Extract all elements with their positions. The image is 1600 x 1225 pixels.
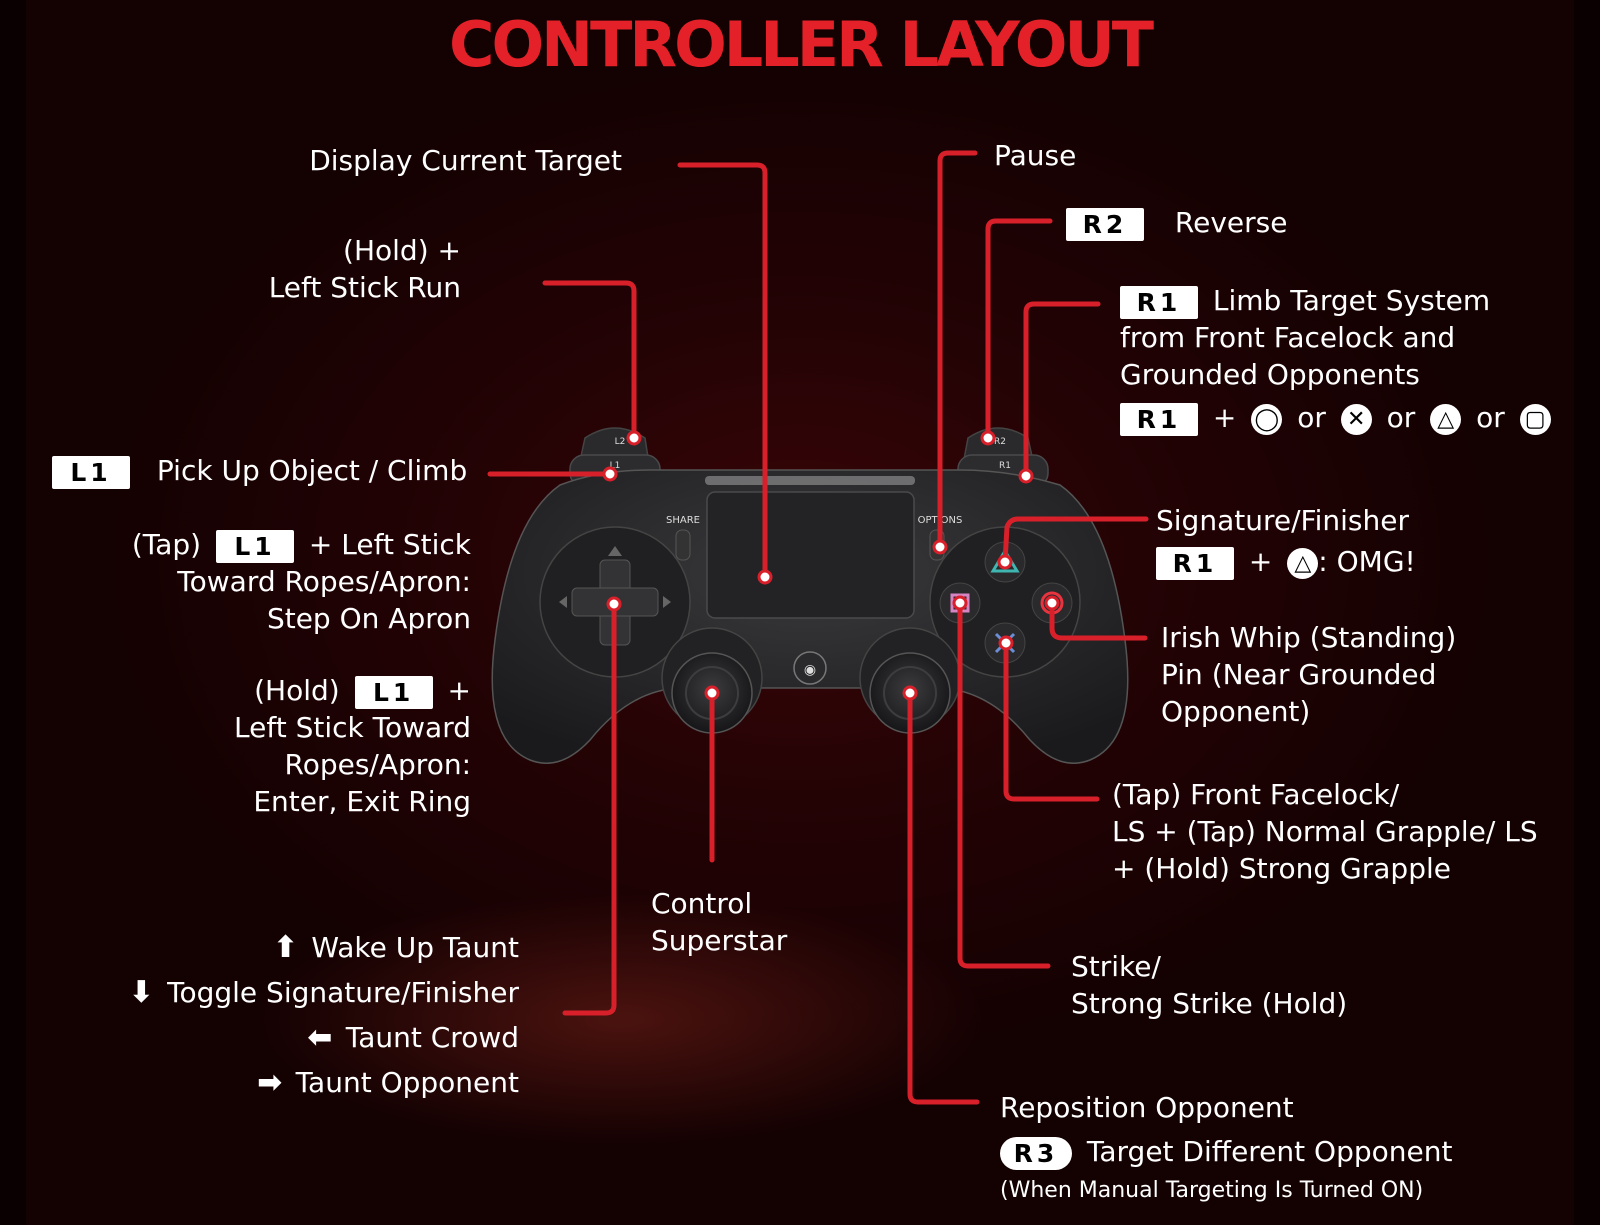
or-text-1: or — [1297, 401, 1326, 434]
label-pick-up: L1 Pick Up Object / Climb — [52, 452, 467, 489]
or-text-2: or — [1386, 401, 1416, 434]
line-circle — [1049, 600, 1148, 641]
pick-up-text: Pick Up Object / Climb — [156, 454, 468, 487]
label-reverse: R2 Reverse — [1066, 204, 1287, 241]
line-r1 — [1023, 301, 1101, 479]
arrow-down-icon: ⬇ — [128, 975, 154, 1010]
ropes-apron-text: Ropes/Apron: — [284, 748, 471, 781]
cross-button-icon: ✕ — [1340, 403, 1372, 435]
grapple-1-text: (Tap) Front Facelock/ — [1112, 778, 1400, 811]
square-button-icon: ▢ — [1519, 403, 1551, 435]
tap-text: (Tap) — [131, 528, 202, 561]
right-border — [1574, 0, 1600, 1225]
triangle-button-icon: △ — [1430, 403, 1462, 435]
r1-key-badge-omg: R1 — [1156, 546, 1234, 580]
reverse-text: Reverse — [1174, 206, 1288, 239]
controller-image: ◉ SHARE OPTIONS L2 L1 R2 R1 — [491, 427, 1129, 764]
label-limb-target: R1 Limb Target System from Front Faceloc… — [1120, 282, 1557, 436]
label-signature: Signature/Finisher R1 + △: OMG! — [1156, 502, 1416, 580]
l1-key-badge: L1 — [52, 455, 130, 489]
label-enter-exit: (Hold) L1 + Left Stick Toward Ropes/Apro… — [234, 672, 471, 820]
label-grapple: (Tap) Front Facelock/ LS + (Tap) Normal … — [1112, 776, 1538, 887]
plus-left-stick-text: + Left Stick — [308, 528, 471, 561]
irish-2-text: Pin (Near Grounded — [1161, 658, 1437, 691]
r1-label: R1 — [999, 461, 1011, 471]
ps-button — [793, 651, 827, 685]
l1-key-badge-tap: L1 — [216, 529, 294, 563]
irish-1-text: Irish Whip (Standing) — [1161, 621, 1457, 654]
line-right-stick — [907, 690, 980, 1105]
triangle-button-icon-omg: △ — [1287, 547, 1319, 579]
taunt-crowd-text: Taunt Crowd — [345, 1021, 519, 1054]
plus-text-combo: + — [1212, 401, 1237, 434]
circle-button-icon: ◯ — [1251, 403, 1283, 435]
arrow-up-icon: ⬆ — [272, 930, 298, 965]
r3-key-badge: R3 — [1000, 1136, 1072, 1170]
label-strike: Strike/ Strong Strike (Hold) — [1071, 948, 1347, 1022]
line-l2 — [542, 280, 637, 441]
left-border — [0, 0, 26, 1225]
arrow-left-icon: ⬅ — [307, 1020, 333, 1055]
label-display-target: Display Current Target — [309, 142, 622, 179]
left-stick-toward-text: Left Stick Toward — [234, 711, 471, 744]
hold-plus-text: (Hold) + — [343, 234, 461, 267]
hold-text: (Hold) — [254, 674, 340, 707]
sig-finisher-text: Signature/Finisher — [1156, 504, 1409, 537]
limb-1-text: Limb Target System — [1212, 284, 1491, 317]
toward-ropes-text: Toward Ropes/Apron: — [177, 565, 471, 598]
label-reposition: Reposition Opponent R3 Target Different … — [1000, 1086, 1452, 1208]
share-button — [675, 529, 691, 561]
l2-label: L2 — [615, 437, 626, 447]
step-on-apron-text: Step On Apron — [266, 602, 471, 635]
arrow-right-icon: ➡ — [257, 1065, 283, 1100]
strike-1-text: Strike/ — [1071, 950, 1161, 983]
plus-text-omg: + — [1248, 545, 1273, 578]
grapple-2-text: LS + (Tap) Normal Grapple/ LS — [1112, 815, 1538, 848]
limb-2-text: from Front Facelock and — [1120, 321, 1456, 354]
r1-key-badge-combo: R1 — [1120, 402, 1198, 436]
pause-text: Pause — [994, 139, 1077, 172]
left-stick-run-text: Left Stick Run — [268, 271, 461, 304]
touchpad — [706, 491, 915, 619]
superstar-text: Superstar — [651, 924, 788, 957]
enter-exit-text: Enter, Exit Ring — [253, 785, 471, 818]
target-diff-text: Target Different Opponent — [1086, 1135, 1453, 1168]
label-irish-whip: Irish Whip (Standing) Pin (Near Grounded… — [1161, 619, 1456, 730]
grapple-3-text: + (Hold) Strong Grapple — [1112, 852, 1451, 885]
r2-key-badge: R2 — [1066, 207, 1144, 241]
r1-key-badge: R1 — [1120, 285, 1198, 319]
r2-label: R2 — [994, 437, 1006, 447]
l1-key-badge-hold: L1 — [354, 675, 433, 709]
line-cross — [1003, 640, 1100, 802]
irish-3-text: Opponent) — [1161, 695, 1311, 728]
wake-up-text: Wake Up Taunt — [311, 931, 519, 964]
manual-note-text: (When Manual Targeting Is Turned ON) — [1000, 1178, 1424, 1203]
line-dpad — [562, 601, 617, 1016]
label-left-stick-run: (Hold) + Left Stick Run — [269, 232, 461, 306]
line-r2 — [985, 218, 1053, 441]
share-label: SHARE — [666, 515, 700, 526]
line-touchpad — [677, 162, 768, 580]
limb-3-text: Grounded Opponents — [1120, 358, 1420, 391]
toggle-sig-text: Toggle Signature/Finisher — [167, 976, 519, 1009]
line-square — [957, 600, 1051, 969]
display-target-text: Display Current Target — [309, 144, 622, 177]
label-pause: Pause — [994, 137, 1076, 174]
svg-text:◉: ◉ — [804, 662, 816, 678]
line-options — [937, 150, 978, 550]
strike-2-text: Strong Strike (Hold) — [1071, 987, 1348, 1020]
page-title: CONTROLLER LAYOUT — [448, 8, 1154, 81]
control-text: Control — [651, 887, 753, 920]
label-dpad: ⬆ Wake Up Taunt ⬇ Toggle Signature/Finis… — [124, 925, 519, 1105]
reposition-text: Reposition Opponent — [1000, 1091, 1294, 1124]
taunt-opp-text: Taunt Opponent — [295, 1066, 519, 1099]
plus-text: + — [447, 674, 471, 707]
l1-label: L1 — [610, 461, 621, 471]
line-triangle — [1002, 516, 1149, 565]
label-control-superstar: Control Superstar — [651, 885, 787, 959]
omg-text: : OMG! — [1318, 545, 1416, 578]
label-step-on-apron: (Tap) L1 + Left Stick Toward Ropes/Apron… — [132, 526, 471, 637]
or-text-3: or — [1476, 401, 1505, 434]
